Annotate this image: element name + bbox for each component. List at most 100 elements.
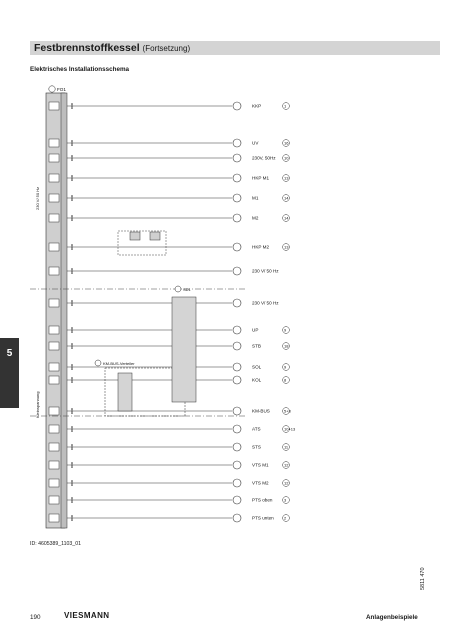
terminal [48,266,60,276]
device-label: VTS M2 [252,481,269,486]
page-number: 190 [30,614,41,621]
device-symbol [232,362,242,372]
ref-number: 12 [284,463,289,468]
device-symbol [232,375,242,385]
device-symbol [232,495,242,505]
page-title: Festbrennstoffkessel (Fortsetzung) [34,42,190,54]
kmbus-inner [117,372,133,412]
controller-label: FO1 [57,87,66,92]
ref-number: 12 [284,481,289,486]
terminal [48,213,60,223]
header-bar [30,41,440,55]
terminal [48,341,60,351]
device-symbol [232,341,242,351]
kmbus-ref-circle [94,359,102,367]
terminal [48,406,60,416]
device-symbol [232,460,242,470]
device-symbol [232,325,242,335]
device-symbol [232,138,242,148]
relay-module [129,231,141,241]
terminal [48,442,60,452]
ref-number: 13 [284,176,289,181]
terminal [48,298,60,308]
terminal [48,193,60,203]
relay-module-2 [149,231,161,241]
terminal [48,153,60,163]
ref-circle [282,102,290,110]
ref-number: 14 [284,196,289,201]
terminal [48,325,60,335]
device-label: PTS unten [252,516,274,521]
title-main: Festbrennstoffkessel [34,42,140,54]
terminal [48,375,60,385]
device-label: STB [252,344,261,349]
ref-number: 3 [284,498,287,503]
ref-circle [282,443,290,451]
controller-rail [60,92,68,529]
device-label: ATS [252,427,261,432]
ref-circle [282,407,290,415]
ref-circle [282,243,290,251]
device-symbol [232,153,242,163]
ref-number: 2 [284,516,287,521]
ref-number: 14 [284,216,289,221]
ref-circle [282,376,290,384]
ref-circle [282,461,290,469]
section-title: Elektrisches Installationsschema [30,66,130,73]
device-label: UP [252,328,258,333]
device-label: KM-BUS [252,409,270,414]
brand-logo: VIESMANN [64,611,110,620]
device-symbol [232,242,242,252]
low-voltage-label: Kleinspannung [35,392,40,418]
terminal [48,478,60,488]
ref-circle [282,342,290,350]
ref-number: 9 [284,365,287,370]
connection-row: 230 V/ 50 Hz [48,266,279,276]
relay-box [117,230,167,256]
ref-circle [282,326,290,334]
connection-row: M1 14 [48,193,290,203]
connection-row: PTS unten 2 [48,513,290,523]
ref-number: 13 [284,245,289,250]
connection-row: VTS M1 12 [48,460,290,470]
ref-circle [282,363,290,371]
connection-row: VTS M2 12 [48,478,290,488]
device-symbol [232,442,242,452]
ref-number: 16 [284,141,289,146]
device-symbol [232,193,242,203]
ref-circle [282,496,290,504]
sd1-ref-circle [174,285,182,293]
device-label: SOL [252,365,262,370]
footer-section-name: Anlagenbeispiele [366,614,418,621]
controller-ref-circle [48,85,56,93]
ref-circle [282,139,290,147]
ref-circle [282,174,290,182]
ref-circle [282,425,290,433]
terminal [48,513,60,523]
device-label: STS [252,445,261,450]
device-symbol [232,478,242,488]
device-symbol [232,266,242,276]
ref-circle [282,479,290,487]
device-symbol [232,173,242,183]
device-label: M1 [252,196,259,201]
kmbus-label: KM-BUS-Verteiler [103,361,135,366]
terminal [48,242,60,252]
device-label: 230 V/ 50 Hz [252,301,279,306]
connection-row: SOL 9 [48,362,290,372]
device-symbol [232,298,242,308]
chapter-number: 5 [6,348,13,359]
device-label: VTS M1 [252,463,269,468]
chapter-tab[interactable]: 5 [0,338,19,408]
